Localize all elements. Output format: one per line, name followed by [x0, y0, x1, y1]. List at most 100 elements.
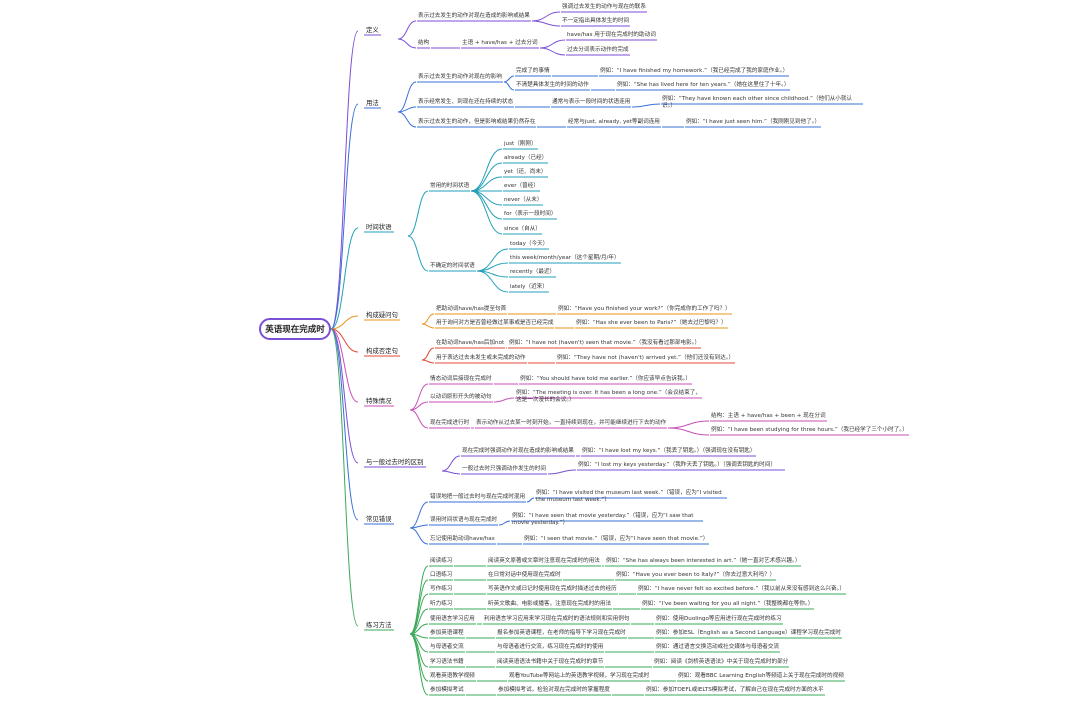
- diff-1-ex[interactable]: 例如：“I have lost my keys.”（我丢了钥匙。）（强调现在没有…: [582, 448, 756, 454]
- practice-1[interactable]: 口语练习: [430, 572, 453, 578]
- def-structure[interactable]: 结构: [418, 40, 430, 46]
- practice-9-desc[interactable]: 参加模拟考试，检验对现在完成时的掌握程度: [498, 687, 610, 693]
- usage-3-a-ex[interactable]: 例如：“I have just seen him.”（我刚刚见到他了。）: [686, 119, 821, 125]
- practice-2[interactable]: 写作练习: [430, 586, 453, 592]
- diff-2-link: [441, 470, 461, 475]
- time-common-5[interactable]: for（表示一段时间）: [504, 211, 557, 217]
- practice-4-desc[interactable]: 利用语言学习应用来学习现在完成时的语法规则和实用例句: [484, 616, 630, 622]
- def-meaning[interactable]: 表示过去发生的动作对现在造成的影响或结果: [418, 13, 530, 19]
- time-common-4[interactable]: never（从未）: [504, 197, 543, 203]
- practice-3-desc[interactable]: 听英文歌曲、电影或播客，注意现在完成时的用法: [488, 601, 612, 607]
- practice-8[interactable]: 观看英语教学视频: [430, 673, 475, 679]
- usage-2[interactable]: 表示经常发生、到现在还在持续的状态: [418, 99, 514, 105]
- time-uncertain-2[interactable]: recently（最近）: [510, 269, 556, 275]
- time-common-3[interactable]: ever（曾经）: [504, 183, 539, 189]
- practice-9-ex[interactable]: 例如：参加TOEFL或IELTS模拟考试，了解自己在现在完成时方面的水平: [646, 687, 824, 693]
- diff-1[interactable]: 现在完成时强调动作对现在造成的影响或结果: [462, 448, 574, 454]
- sp-1-ex[interactable]: 例如：“You should have told me earlier.”（你应…: [520, 376, 691, 382]
- branch-6[interactable]: 与一般过去时的区别: [366, 458, 424, 466]
- err-1-ex[interactable]: 例如：“I have visited the museum last week.…: [536, 490, 722, 503]
- q-1-ex[interactable]: 例如：“Have you finished your work?”（你完成你的工…: [558, 306, 731, 312]
- q-1[interactable]: 把助动词have/has提至句首: [436, 306, 507, 312]
- usage-1-a[interactable]: 完成了的事情: [516, 68, 550, 74]
- time-common-6[interactable]: since（自从）: [504, 226, 541, 232]
- practice-8-desc[interactable]: 观看YouTube等网站上的英语教学视频，学习现在完成时: [509, 673, 650, 679]
- branch-7[interactable]: 常见错误: [366, 515, 392, 523]
- time-uncertain-0[interactable]: today（今天）: [510, 241, 549, 247]
- practice-6-ex[interactable]: 例如：通过语言交换活动或社交媒体与母语者交流: [656, 644, 780, 650]
- usage-1-b-ex[interactable]: 例如：“She has lived here for ten years.”（她…: [617, 82, 790, 88]
- diff-2[interactable]: 一般过去时只强调动作发生的时间: [462, 466, 546, 472]
- time-common[interactable]: 常用的时间状语: [430, 183, 470, 189]
- def-meaning-1[interactable]: 强调过去发生的动作与现在的联系: [562, 4, 646, 10]
- sp-3-a-2[interactable]: 例如：“I have been studying for three hours…: [711, 427, 908, 433]
- sp-3-a[interactable]: 表示动作从过去某一时刻开始，一直持续到现在，并可能继续进行下去的动作: [476, 420, 667, 426]
- usage-2-a-ex[interactable]: 例如：“They have known each other since chi…: [662, 96, 853, 109]
- practice-6[interactable]: 与母语者交流: [430, 644, 464, 650]
- practice-7-desc[interactable]: 阅读英语语法书籍中关于现在完成时的章节: [497, 659, 604, 665]
- usage-1-b[interactable]: 不清楚具体发生的时间的动作: [516, 82, 589, 88]
- practice-3-ex[interactable]: 例如：“I've been waiting for you all night.…: [642, 601, 814, 607]
- neg-1[interactable]: 在助动词have/has后加not: [436, 340, 505, 346]
- practice-4-ex[interactable]: 例如：使用Duolingo等应用进行现在完成时的练习: [656, 616, 782, 622]
- def-formula-2[interactable]: 过去分词表示动作的完成: [567, 47, 629, 53]
- diff-2-ex[interactable]: 例如：“I lost my keys yesterday.”（我昨天丢了钥匙。）…: [578, 462, 776, 468]
- sp-2-ex[interactable]: 例如：“The meeting is over. It has been a l…: [516, 390, 701, 403]
- usage-1-a-ex[interactable]: 例如：“I have finished my homework.”（我已经完成了…: [600, 68, 789, 74]
- err-2[interactable]: 误用时间状语与现在完成时: [430, 517, 498, 523]
- q-2-ex[interactable]: 例如：“Has she ever been to Paris?”（她去过巴黎吗？…: [576, 320, 727, 326]
- time-common-0[interactable]: just（刚刚）: [504, 141, 537, 147]
- time-uncertain-1[interactable]: this week/month/year（这个星期/月/年）: [510, 255, 620, 261]
- err-1[interactable]: 错误地把一般过去时与现在完成时混用: [430, 494, 526, 500]
- practice-0[interactable]: 阅读练习: [430, 558, 453, 564]
- branch-2[interactable]: 时间状语: [366, 223, 392, 231]
- sp-1[interactable]: 情态动词后接现在完成时: [430, 376, 492, 382]
- root-node[interactable]: 英语现在完成时: [259, 318, 331, 340]
- neg-1-ex[interactable]: 例如：“I have not (haven't) seen that movie…: [509, 340, 701, 346]
- practice-5-ex[interactable]: 例如：参加ESL（English as a Second Language）课程…: [656, 630, 841, 636]
- practice-7-ex[interactable]: 例如：阅读《剑桥英语语法》中关于现在完成时的部分: [654, 659, 789, 665]
- practice-5[interactable]: 参加英语课程: [430, 630, 464, 636]
- branch-4[interactable]: 构成否定句: [366, 347, 398, 355]
- time-uncertain[interactable]: 不确定的时间状语: [430, 263, 475, 269]
- neg-2-ex[interactable]: 例如：“They have not (haven't) arrived yet.…: [557, 355, 735, 361]
- usage-3-a[interactable]: 经常与just, already, yet等副词连用: [568, 119, 660, 125]
- usage-2-a[interactable]: 通常与表示一段时间的状语连用: [552, 99, 631, 105]
- practice-2-ex[interactable]: 例如：“I have never felt so excited before.…: [638, 586, 846, 592]
- def-meaning-2[interactable]: 不一定指出具体发生的时间: [562, 18, 630, 24]
- practice-3[interactable]: 听力练习: [430, 601, 453, 607]
- branch-0[interactable]: 定义: [366, 26, 379, 34]
- branch-8[interactable]: 练习方法: [366, 621, 392, 629]
- time-uncertain-3[interactable]: lately（近来）: [510, 284, 548, 290]
- sp-2[interactable]: 以动词原形开头的被动句: [430, 394, 492, 400]
- practice-7[interactable]: 学习语法书籍: [430, 659, 464, 665]
- branch-5[interactable]: 特殊情况: [366, 397, 392, 405]
- def-formula-1[interactable]: have/has 用于现在完成时的助动词: [567, 32, 656, 38]
- practice-8-ex[interactable]: 例如：观看BBC Learning English等频道上关于现在完成时的视频: [678, 673, 844, 679]
- usage-1[interactable]: 表示过去发生的动作对现在的影响: [418, 74, 502, 80]
- practice-4[interactable]: 使用语言学习应用: [430, 616, 475, 622]
- practice-0-ex[interactable]: 例如：“She has always been interested in ar…: [606, 558, 801, 564]
- practice-5-desc[interactable]: 报名参加英语课程，在老师的指导下学习现在完成时: [497, 630, 626, 636]
- neg-2[interactable]: 用于表达过去未发生或未完成的动作: [436, 355, 526, 361]
- sp-3[interactable]: 现在完成进行时: [430, 420, 470, 426]
- practice-0-desc[interactable]: 阅读英文原著或文章时注意现在完成时的用法: [488, 558, 600, 564]
- practice-9[interactable]: 参加模拟考试: [430, 687, 464, 693]
- sp-3-a-1[interactable]: 结构：主语 + have/has + been + 现在分词: [711, 413, 826, 419]
- time-common-1[interactable]: already（已经）: [504, 155, 548, 161]
- branch-1[interactable]: 用法: [366, 99, 379, 107]
- practice-6-desc[interactable]: 与母语者进行交流，练习现在完成时的使用: [497, 644, 604, 650]
- practice-2-desc[interactable]: 写英语作文或日记时使用现在完成时描述过去的经历: [488, 586, 617, 592]
- time-common-2[interactable]: yet（还、尚未）: [504, 169, 547, 175]
- practice-1-desc[interactable]: 在日常对话中使用现在完成时: [488, 572, 561, 578]
- def-formula[interactable]: 主语 + have/has + 过去分词: [462, 40, 538, 46]
- err-2-ex[interactable]: 例如：“I have seen that movie yesterday.”（错…: [512, 513, 694, 526]
- branch-3[interactable]: 构成疑问句: [366, 311, 398, 319]
- usage-3[interactable]: 表示过去发生的动作，但是影响或结果仍然存在: [418, 119, 536, 125]
- practice-1-ex[interactable]: 例如：“Have you ever been to Italy?”（你去过意大利…: [616, 572, 776, 578]
- branch-link-7: [330, 328, 359, 521]
- q-2[interactable]: 用于询问对方是否曾经做过某事或是否已经完成: [436, 320, 554, 326]
- err-3-ex[interactable]: 例如：“I seen that movie.”（错误，应为“I have see…: [524, 536, 709, 542]
- err-3[interactable]: 忘记使用助动词have/has: [430, 536, 495, 542]
